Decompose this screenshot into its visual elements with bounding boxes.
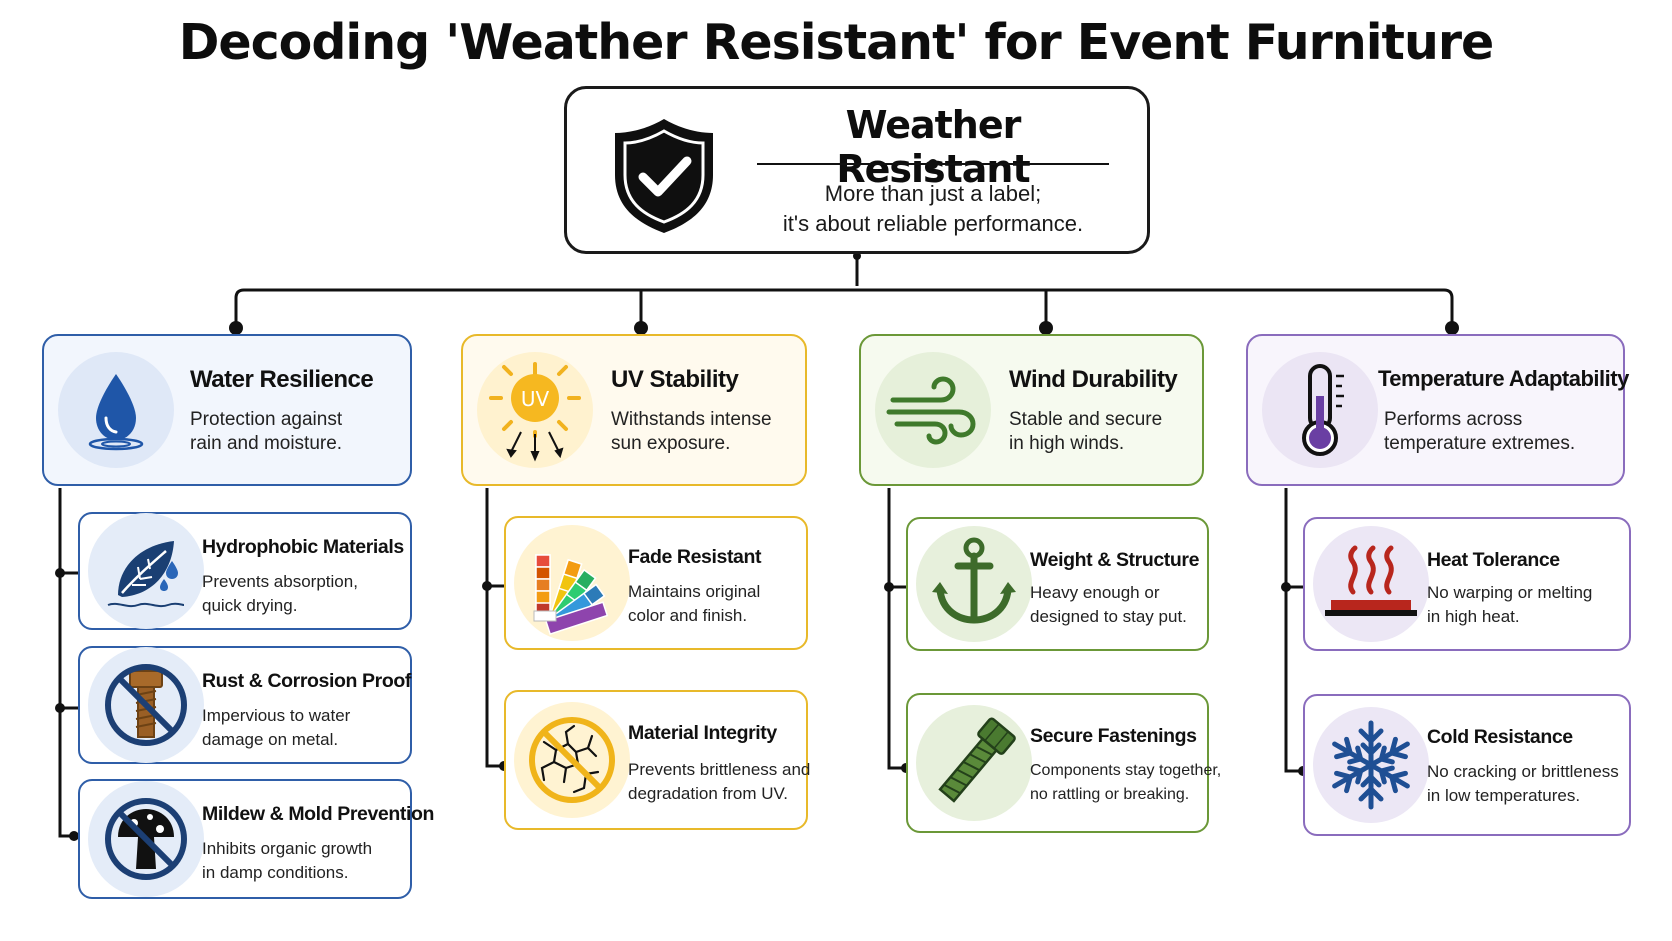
card-description: No warping or melting in high heat. [1427,583,1593,626]
category-title: Water Resilience [190,366,374,393]
anchor-icon [916,526,1032,642]
uv-sun-icon: UV [477,352,593,468]
card-title: Mildew & Mold Prevention [202,803,434,825]
card-description: Prevents absorption, quick drying. [202,572,358,615]
card-title: Cold Resistance [1427,726,1573,748]
node-uv [634,321,648,335]
card-material-integrity: Material Integrity Prevents brittleness … [504,690,811,830]
card-title: Material Integrity [628,722,777,744]
category-wind-durability: Wind Durability Stable and secure in hig… [859,334,1204,486]
card-description: Inhibits organic growth in damp conditio… [202,839,373,882]
node-water-2 [55,703,65,713]
card-fade-resistant: Fade Resistant Maintains original color … [504,516,808,650]
card-heat-tolerance: Heat Tolerance No warping or melting in … [1303,517,1631,651]
node-wind-1 [884,582,894,592]
no-cracking-icon [514,702,630,818]
shield-check-icon [609,115,719,237]
no-rust-bolt-icon [88,647,204,763]
snowflake-icon [1313,707,1429,823]
card-title: Weight & Structure [1030,549,1200,571]
card-title: Fade Resistant [628,546,762,568]
node-temperature-1 [1281,582,1291,592]
category-uv-stability: UV UV Stability Withstands intense sun e… [461,334,807,486]
card-description: Impervious to water damage on metal. [202,706,351,749]
node-temperature [1445,321,1459,335]
card-description: No cracking or brittleness in low temper… [1427,762,1619,805]
card-title: Heat Tolerance [1427,549,1560,571]
card-hydrophobic-materials: Hydrophobic Materials Prevents absorptio… [78,512,412,630]
root-subtitle: More than just a label; it's about relia… [782,181,1084,236]
node-uv-1 [482,581,492,591]
card-weight-structure: Weight & Structure Heavy enough or desig… [906,517,1209,651]
spine-water [58,488,78,838]
card-title: Secure Fastenings [1030,725,1197,747]
color-swatch-icon [514,525,630,641]
node-water-1 [55,568,65,578]
no-mold-icon [88,781,204,897]
card-cold-resistance: Cold Resistance No cracking or brittlene… [1303,694,1631,836]
category-title: Wind Durability [1009,366,1178,393]
card-description: Maintains original color and finish. [628,582,761,625]
uv-icon-text: UV [521,387,550,411]
heat-plate-icon [1313,526,1429,642]
category-temperature-adaptability: Temperature Adaptability Performs across… [1246,334,1629,486]
card-title: Hydrophobic Materials [202,536,404,558]
page-title: Decoding 'Weather Resistant' for Event F… [178,14,1495,71]
card-mildew-mold-prevention: Mildew & Mold Prevention Inhibits organi… [78,779,434,899]
root-title: Weather Resistant [836,103,1030,191]
thermometer-icon [1262,352,1378,468]
bolt-icon [916,705,1032,821]
category-description: Performs across temperature extremes. [1384,409,1576,454]
water-drop-icon [58,352,174,468]
category-title: UV Stability [611,366,739,393]
root-box: Weather Resistant More than just a label… [564,86,1150,254]
category-title: Temperature Adaptability [1378,366,1629,391]
card-secure-fastenings: Secure Fastenings Components stay togeth… [906,693,1221,833]
leaf-droplet-icon [88,513,204,629]
branch-bar [234,288,1454,314]
wind-icon [875,352,991,468]
node-wind [1039,321,1053,335]
category-description: Withstands intense sun exposure. [611,409,772,454]
category-description: Stable and secure in high winds. [1009,409,1163,454]
category-water-resilience: Water Resilience Protection against rain… [42,334,412,486]
root-divider [757,159,1109,169]
card-title: Rust & Corrosion Proof [202,670,411,692]
category-description: Protection against rain and moisture. [190,409,343,454]
node-water [229,321,243,335]
card-rust-corrosion-proof: Rust & Corrosion Proof Impervious to wat… [78,646,412,764]
card-description: Heavy enough or designed to stay put. [1030,583,1187,626]
card-description: Prevents brittleness and degradation fro… [628,760,811,803]
card-description: Components stay together, no rattling or… [1030,762,1222,803]
